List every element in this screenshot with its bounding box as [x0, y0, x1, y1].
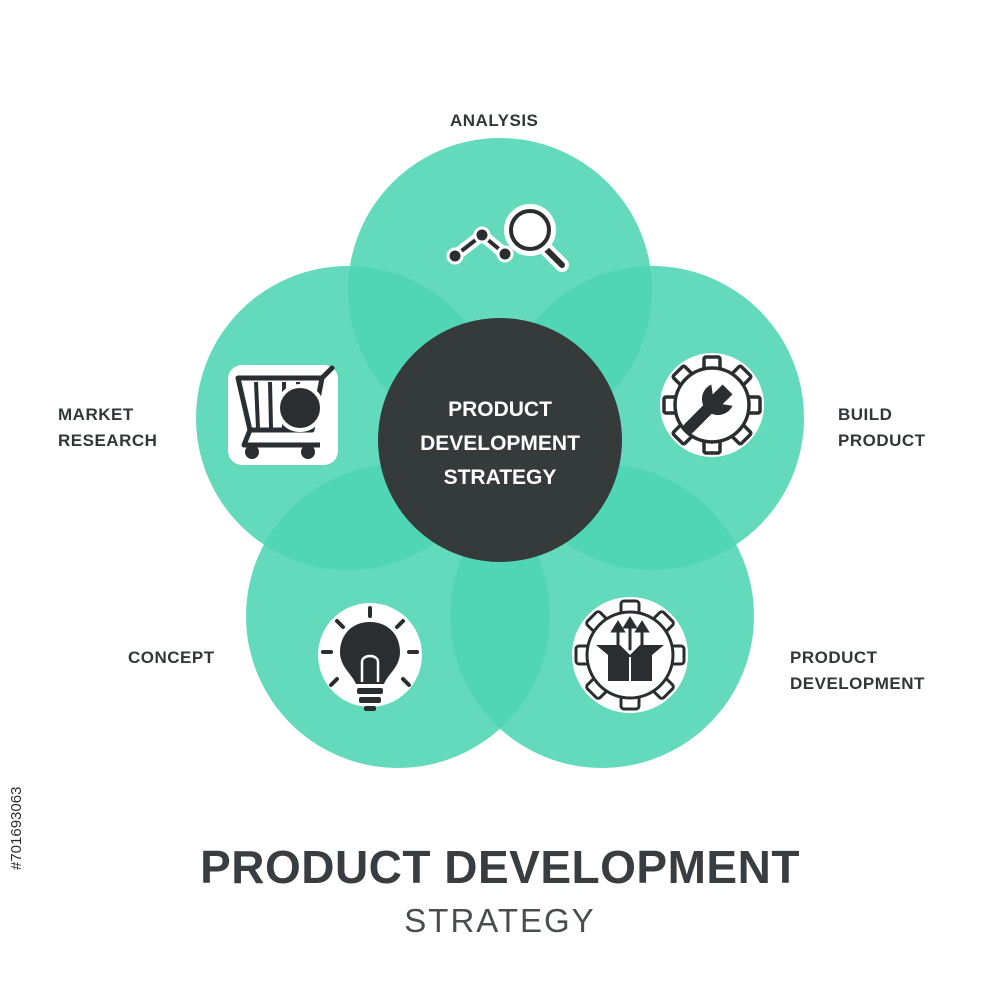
label-product-development-line-1: PRODUCT [790, 648, 878, 667]
gear-wrench-icon [660, 353, 764, 457]
label-build-product-line-1: BUILD [838, 405, 893, 424]
chart-magnifier-icon [446, 204, 569, 272]
gear-box-icon [572, 597, 688, 713]
label-market-research-line-1: MARKET [58, 405, 134, 424]
label-build-product: BUILD PRODUCT [838, 402, 926, 454]
sub-title: STRATEGY [404, 902, 596, 939]
image-id-text: #701693063 [8, 786, 25, 870]
label-build-product-line-2: PRODUCT [838, 431, 926, 450]
main-title: PRODUCT DEVELOPMENT [200, 841, 800, 893]
lightbulb-icon [318, 603, 422, 711]
label-analysis: ANALYSIS [450, 111, 539, 130]
label-concept: CONCEPT [128, 648, 215, 667]
label-product-development: PRODUCT DEVELOPMENT [790, 645, 925, 697]
center-label: PRODUCT DEVELOPMENT STRATEGY [380, 393, 620, 495]
shopping-cart-icon [228, 365, 338, 465]
label-product-development-line-2: DEVELOPMENT [790, 674, 925, 693]
center-label-line-1: PRODUCT [448, 398, 552, 421]
center-label-line-2: DEVELOPMENT [420, 432, 580, 455]
center-circle [378, 318, 622, 562]
label-market-research: MARKET RESEARCH [58, 402, 157, 454]
center-label-line-3: STRATEGY [443, 466, 557, 489]
label-market-research-line-2: RESEARCH [58, 431, 158, 450]
